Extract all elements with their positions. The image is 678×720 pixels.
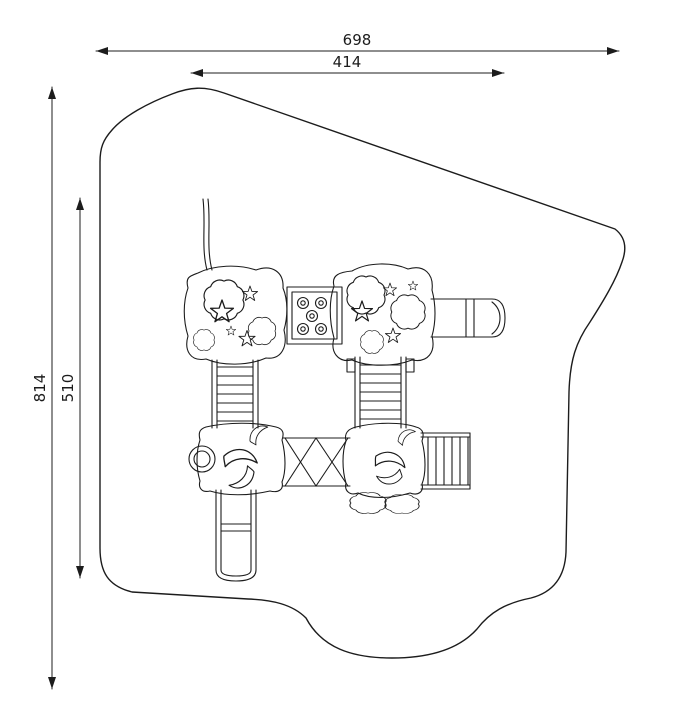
star-icon [407, 280, 419, 291]
star-icon [384, 327, 402, 343]
arrow-down-icon [48, 677, 56, 689]
rock-shape [390, 294, 426, 330]
platform-mid-left [188, 422, 286, 496]
arrow-up-icon [76, 198, 84, 210]
arrow-down-icon [76, 566, 84, 578]
leaf-shape [224, 463, 259, 492]
dimension-label-top-inner: 414 [333, 53, 362, 71]
rock-shape [193, 329, 215, 351]
play-structure [183, 198, 506, 582]
star-icon [238, 330, 256, 347]
safety-zone-outline [99, 87, 626, 659]
ladder-left [211, 359, 259, 429]
dimension-top-inner: 414 [190, 53, 505, 77]
star-icon [350, 300, 374, 322]
arrow-up-icon [48, 87, 56, 99]
dimension-left-outer: 814 [31, 86, 56, 690]
ladder-middle [346, 356, 415, 429]
slide-bottom [215, 489, 257, 582]
rock-shape [203, 279, 245, 321]
rock-shape [360, 330, 384, 354]
fire-pole [202, 198, 213, 271]
net-climber-center [282, 437, 351, 487]
leaf-shape [370, 445, 410, 480]
platform-mid-right [342, 422, 426, 499]
ladder-right [420, 432, 471, 490]
star-icon [241, 285, 259, 301]
dimension-label-left-inner: 510 [59, 374, 77, 403]
dimension-label-left-outer: 814 [31, 374, 49, 403]
rock-shape [247, 316, 277, 346]
pod-seat [188, 445, 216, 473]
dimension-label-top-outer: 698 [343, 31, 372, 49]
slide-tube-right [430, 298, 506, 338]
star-icon [382, 282, 398, 297]
arrow-right-icon [607, 47, 619, 55]
climbing-rock-bottom [349, 492, 420, 514]
dimension-top-outer: 698 [95, 31, 620, 55]
pod-seat-inner [193, 450, 211, 468]
leaf-shape [245, 422, 274, 447]
climbing-panel-top-left [183, 265, 288, 365]
climbing-panel-top-right [329, 263, 436, 366]
dimension-left-inner: 510 [59, 197, 84, 579]
leaf-shape [395, 427, 419, 447]
star-icon [225, 325, 237, 336]
arrow-right-icon [492, 69, 504, 77]
arrow-left-icon [96, 47, 108, 55]
leaf-shape [375, 465, 404, 487]
arrow-left-icon [191, 69, 203, 77]
rock-shape [349, 492, 387, 514]
activity-panel-center [286, 286, 343, 345]
